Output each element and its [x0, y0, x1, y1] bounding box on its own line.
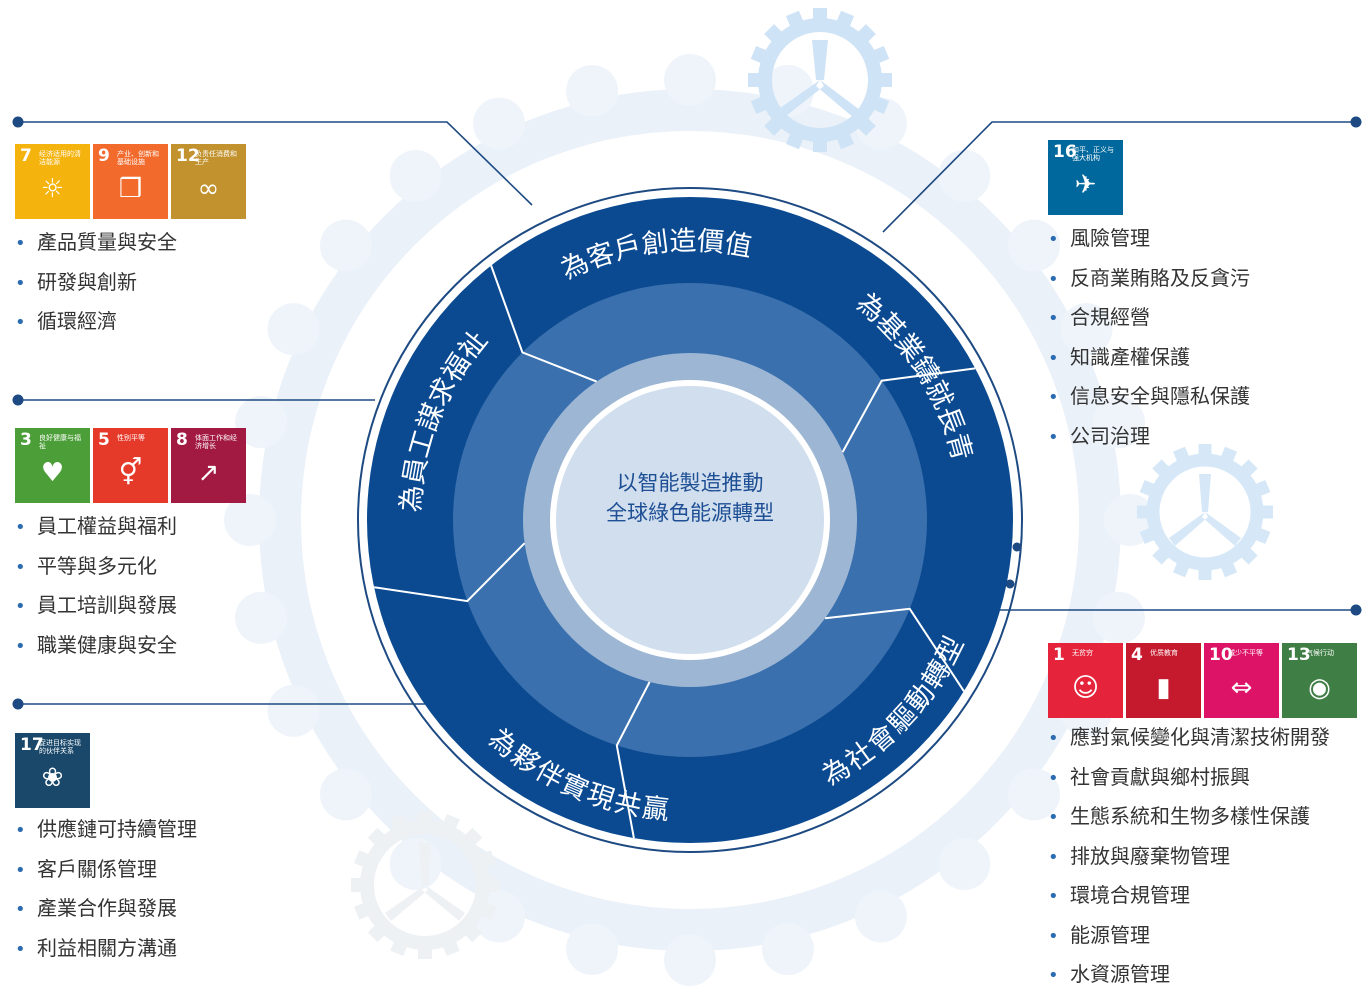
equality-arrows-icon: ⇔: [1230, 673, 1253, 703]
sdg-label: 促进目标实现的伙伴关系: [39, 739, 81, 755]
list-item: 信息安全與隱私保護: [1048, 386, 1250, 426]
list-item: 平等與多元化: [15, 556, 177, 596]
list-item: 產業合作與發展: [15, 898, 197, 938]
background-gear-icon: [259, 89, 1121, 951]
sdg-number: 8: [176, 430, 188, 450]
sdg-label: 产业、创新和基础设施: [117, 150, 159, 166]
dove-gavel-icon: ✈: [1074, 170, 1097, 200]
sdg-label: 经济适用的清洁能源: [39, 150, 81, 166]
sdg-number: 12: [176, 146, 200, 166]
sdg-label: 体面工作和经济增长: [195, 434, 237, 450]
list-item: 風險管理: [1048, 228, 1250, 268]
sdg-label: 负责任消费和生产: [195, 150, 237, 166]
infinity-icon: ∞: [197, 174, 220, 204]
list-item: 職業健康與安全: [15, 635, 177, 675]
list-item: 循環經濟: [15, 311, 177, 351]
list-item: 產品質量與安全: [15, 232, 177, 272]
sdg-number: 17: [20, 735, 44, 755]
family-icon: ☺: [1071, 673, 1100, 703]
eye-globe-icon: ◉: [1308, 673, 1331, 703]
sdg-number: 13: [1287, 645, 1311, 665]
list-item: 生態系統和生物多樣性保護: [1048, 806, 1330, 846]
connector-dots: [12, 116, 1362, 835]
list-item: 合規經營: [1048, 307, 1250, 347]
sdg-label: 性别平等: [117, 434, 145, 442]
list-partner: 供應鏈可持續管理客戶關係管理產業合作與發展利益相關方溝通: [15, 819, 197, 977]
sdg-tile-9: 9 产业、创新和基础设施 ❒: [93, 144, 168, 219]
list-item: 員工培訓與發展: [15, 595, 177, 635]
sdg-label: 减少不平等: [1228, 649, 1263, 657]
list-item: 水資源管理: [1048, 964, 1330, 1004]
list-item: 研發與創新: [15, 272, 177, 312]
book-icon: ▮: [1156, 673, 1171, 703]
heartbeat-icon: ♥: [40, 458, 65, 488]
cubes-icon: ❒: [118, 174, 143, 204]
sdg-row-employee: 3 良好健康与福祉 ♥ 5 性别平等 ⚥ 8 体面工作和经济增长 ↗: [15, 428, 246, 503]
growth-chart-icon: ↗: [197, 458, 220, 488]
sdg-number: 9: [98, 146, 110, 166]
center-line-1: 以智能製造推動: [616, 471, 764, 495]
list-item: 能源管理: [1048, 925, 1330, 965]
list-item: 利益相關方溝通: [15, 938, 197, 978]
list-item: 客戶關係管理: [15, 859, 197, 899]
list-item: 應對氣候變化與清潔技術開發: [1048, 727, 1330, 767]
list-item: 知識產權保護: [1048, 347, 1250, 387]
sdg-label: 无贫穷: [1072, 649, 1093, 657]
sdg-label: 良好健康与福祉: [39, 434, 81, 450]
ring-core: [556, 386, 824, 654]
connector-customer: [18, 121, 533, 206]
sdg-number: 3: [20, 430, 32, 450]
sun-power-icon: ☼: [40, 174, 65, 204]
sdg-number: 1: [1053, 645, 1065, 665]
sdg-number: 7: [20, 146, 32, 166]
sdg-label: 气候行动: [1306, 649, 1334, 657]
flower-rings-icon: ❀: [41, 763, 64, 793]
connector-governance: [882, 121, 1356, 233]
sdg-number: 16: [1053, 142, 1077, 162]
sdg-label: 和平、正义与强大机构: [1072, 146, 1114, 162]
sdg-tile-1: 1 无贫穷 ☺: [1048, 643, 1123, 718]
center-line-2: 全球綠色能源轉型: [606, 501, 774, 525]
list-society: 應對氣候變化與清潔技術開發社會貢獻與鄉村振興生態系統和生物多樣性保護排放與廢棄物…: [1048, 727, 1330, 1004]
sdg-number: 4: [1131, 645, 1143, 665]
gender-icon: ⚥: [118, 458, 143, 488]
list-item: 社會貢獻與鄉村振興: [1048, 767, 1330, 807]
list-employee: 員工權益與福利平等與多元化員工培訓與發展職業健康與安全: [15, 516, 177, 674]
sdg-number: 10: [1209, 645, 1233, 665]
sdg-tile-8: 8 体面工作和经济增长 ↗: [171, 428, 246, 503]
small-gear-top-icon: [748, 8, 892, 152]
sdg-tile-4: 4 优质教育 ▮: [1126, 643, 1201, 718]
sdg-tile-3: 3 良好健康与福祉 ♥: [15, 428, 90, 503]
list-item: 員工權益與福利: [15, 516, 177, 556]
list-customer: 產品質量與安全研發與創新循環經濟: [15, 232, 177, 351]
ring-diagram: 為客戶創造價值 為基業鑄就長青 為員工謀求福祉 為夥伴實現共贏 為社會驅動轉型: [357, 187, 1023, 853]
sdg-tile-7: 7 经济适用的清洁能源 ☼: [15, 144, 90, 219]
center-statement: 以智能製造推動 全球綠色能源轉型: [570, 468, 810, 528]
list-item: 排放與廢棄物管理: [1048, 846, 1330, 886]
list-item: 公司治理: [1048, 426, 1250, 466]
sdg-number: 5: [98, 430, 110, 450]
sdg-tile-5: 5 性别平等 ⚥: [93, 428, 168, 503]
ring-outline: [357, 187, 1023, 853]
connector-lines: [18, 121, 1356, 705]
small-gear-right-icon: [1137, 444, 1273, 580]
small-gear-bottom-icon: [351, 811, 499, 959]
list-governance: 風險管理反商業賄賂及反貪污合規經營知識產權保護信息安全與隱私保護公司治理: [1048, 228, 1250, 465]
list-item: 環境合規管理: [1048, 885, 1330, 925]
list-item: 供應鏈可持續管理: [15, 819, 197, 859]
list-item: 反商業賄賂及反貪污: [1048, 268, 1250, 308]
sdg-label: 优质教育: [1150, 649, 1178, 657]
